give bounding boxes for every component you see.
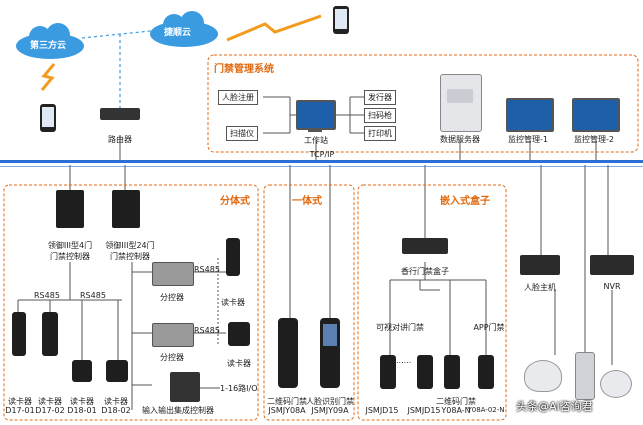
card-reader-icon [12,312,26,356]
workstation-stand-icon [308,128,322,132]
reader-name: 读卡器 [70,397,94,406]
qr-access-device-icon [444,355,460,389]
reader-r1-label: 读卡器 [221,298,245,307]
embedded-title: 嵌入式盒子 [440,196,490,207]
card-reader-icon [72,360,92,382]
controller-icon [112,190,140,228]
card-reader-icon [106,360,128,382]
rs485-label: RS485 [34,291,60,300]
nvr-label: NVR [603,282,621,291]
embedded-item-model: JSMJD15 [365,406,399,415]
controller-icon [56,190,84,228]
server-icon [440,74,482,132]
smartphone-icon [333,6,349,34]
nvr-icon [590,255,634,275]
card-reader-icon [228,322,250,346]
sub-ctrl1-label: 分控器 [160,293,184,302]
reader-model: D18-01 [67,406,97,415]
embedded-item-name: 可视对讲门禁 [376,323,424,332]
ctrl4-label-1: 领御III型4门 [47,241,93,250]
cloud-third-party-label: 第三方云 [30,41,67,51]
embedded-dots: ...... [396,356,412,365]
tcpip-bus-lower [0,166,643,167]
face-host-label: 人脸主机 [524,283,556,292]
card-reader-icon [226,238,240,276]
monitor-icon [506,98,554,132]
app-access-device-icon [478,355,494,389]
router-icon [100,108,140,120]
watermark: 头条@AI咨询君 [516,400,593,413]
reader-name: 读卡器 [8,397,32,406]
integrated-title: 一体式 [292,196,322,207]
face-access-device-icon [320,318,340,388]
scan-gun-box: 扫码枪 [364,108,396,123]
integrated-name: 二维码门禁 [267,397,307,406]
card-reader-icon [42,312,58,356]
workstation-label: 工作站 [304,136,328,145]
access-box-icon [402,238,448,254]
embedded-item-model: JSMJD15 [407,406,441,415]
face-host-icon [520,255,560,275]
ctrl24-label-2: 门禁控制器 [110,252,150,261]
reader-r2-label: 读卡器 [227,359,251,368]
rs485-label: RS485 [194,265,220,274]
router-label: 路由器 [108,135,132,144]
smartphone-icon [40,104,56,132]
sub-controller-icon [152,323,194,347]
cloud-jieshun-label: 捷顺云 [164,28,192,38]
integrated-model: JSMJY08A [268,406,306,415]
io-range-label: 1-16路I/O [220,384,258,393]
lightning-icon [226,14,322,42]
reader-name: 读卡器 [38,397,62,406]
cloud-icon [16,23,84,59]
embedded-item-model: Y08A-02-N [467,406,505,414]
card-issuer-box: 发行器 [364,90,396,105]
monitor-icon [572,98,620,132]
reader-model: D18-02 [101,406,131,415]
monitor2-label: 监控管理-2 [574,135,614,144]
integrated-model: JSMJY09A [311,406,349,415]
ctrl4-label-2: 门禁控制器 [50,252,90,261]
intercom-device-icon [380,355,396,389]
reader-name: 读卡器 [104,397,128,406]
embedded-item-name: APP门禁 [473,323,505,332]
ctrl24-label-1: 领御III型24门 [105,241,155,250]
dome-camera-icon [600,370,632,398]
integrated-name: 人脸识别门禁 [306,397,354,406]
reader-model: D17-02 [35,406,65,415]
tcpip-bus [0,160,643,163]
dome-camera-icon [524,360,562,392]
reader-model: D17-01 [5,406,35,415]
sub-controller-icon [152,262,194,286]
io-controller-icon [170,372,200,402]
monitor1-label: 监控管理-1 [508,135,548,144]
workstation-monitor-icon [296,100,336,130]
scanner-box: 扫描仪 [226,126,258,141]
rs485-label: RS485 [194,326,220,335]
db-server-label: 数据服务器 [440,135,480,144]
io-ctrl-label: 输入输出集成控制器 [142,406,214,415]
printer-box: 打印机 [364,126,396,141]
lightning-icon [40,63,56,91]
embedded-item-name: 二维码门禁 [436,397,476,406]
embedded-box-label: 香行门禁盒子 [401,267,449,276]
kiosk-camera-icon [575,352,595,400]
split-title: 分体式 [220,196,250,207]
embedded-item-model: Y08A-N [441,406,471,415]
intercom-device-icon [417,355,433,389]
face-register-box: 人脸注册 [218,90,258,105]
cloud-icon [150,11,218,47]
rs485-label: RS485 [80,291,106,300]
mgmt-title: 门禁管理系统 [214,64,274,75]
sub-ctrl2-label: 分控器 [160,353,184,362]
qr-access-device-icon [278,318,298,388]
tcpip-label: TCP/IP [309,150,335,159]
